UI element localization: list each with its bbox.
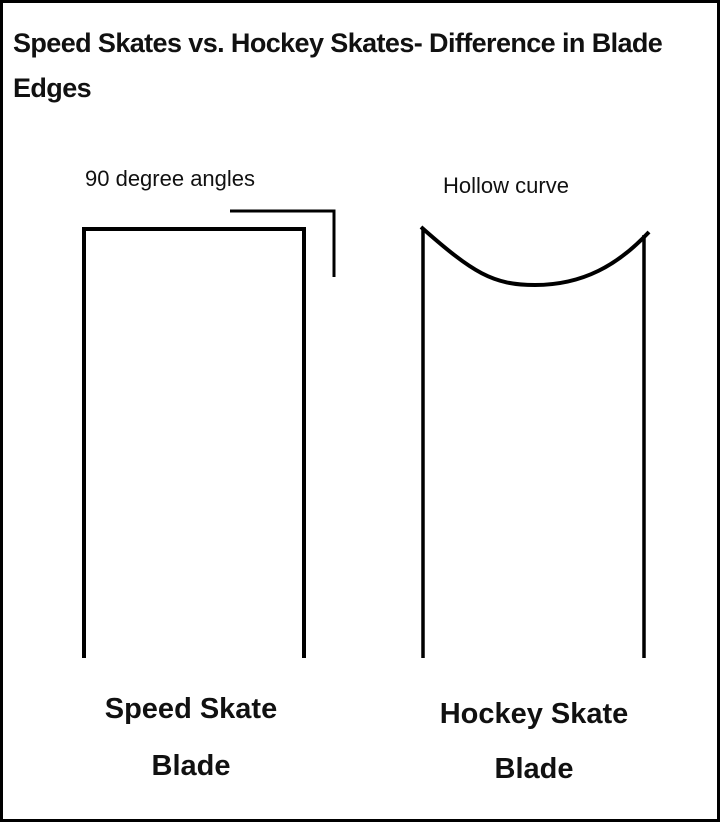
right-angle-indicator — [230, 209, 336, 277]
hollow-curve — [419, 225, 651, 288]
speed-label-line1: Speed Skate — [104, 693, 278, 725]
hockey-annotation: Hollow curve — [443, 173, 569, 198]
blade-drawings — [82, 209, 651, 658]
speed-label-line2: Blade — [151, 750, 231, 782]
hockey-label-line2: Blade — [494, 753, 574, 785]
speed-skate-blade-outline — [82, 227, 306, 658]
diagram-title: Speed Skates vs. Hockey Skates- Differen… — [13, 28, 663, 103]
speed-annotation: 90 degree angles — [85, 166, 256, 191]
hockey-label-line1: Hockey Skate — [439, 698, 629, 730]
